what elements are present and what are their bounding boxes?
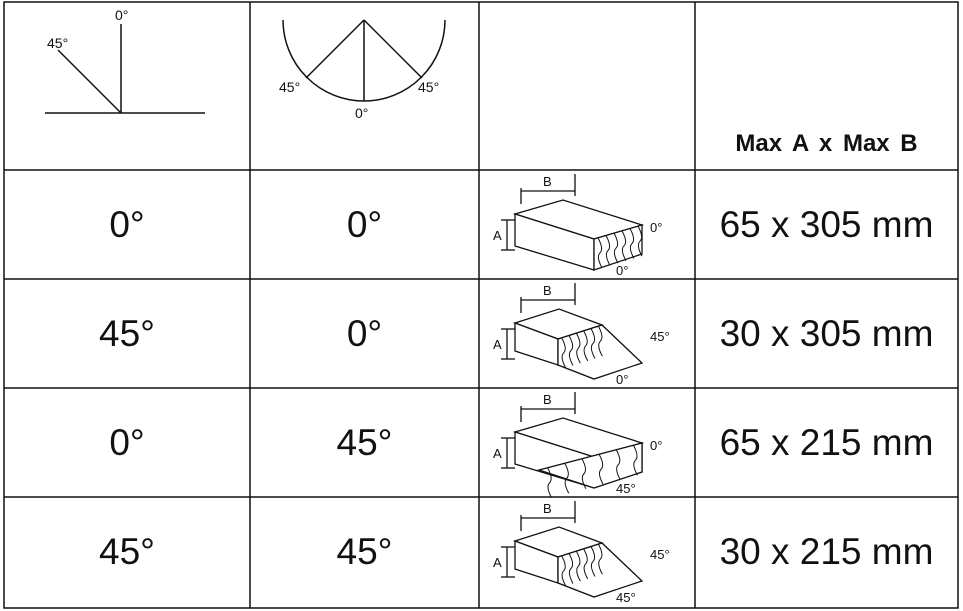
miter-angle-icon	[45, 24, 205, 114]
block-bevel-cut-icon	[501, 283, 644, 380]
bevel-angle-icon	[282, 19, 446, 102]
dimension-a-label: A	[493, 555, 502, 570]
capacity-cell: 65 x 305 mm	[719, 203, 934, 245]
capacity-cell: 30 x 305 mm	[719, 312, 934, 354]
dimension-b-label: B	[543, 501, 552, 516]
miter-label-0: 0°	[115, 7, 128, 23]
dimension-b-label: B	[543, 283, 552, 298]
block-straight-cut-icon	[501, 174, 645, 271]
block-miter-cut-icon	[501, 392, 645, 498]
block-compound-cut-icon	[501, 501, 644, 598]
bottom-angle-label: 45°	[616, 590, 636, 605]
capacity-cell: 30 x 215 mm	[719, 530, 934, 572]
dimension-b-label: B	[543, 174, 552, 189]
bevel-angle-cell: 0°	[346, 203, 383, 245]
side-angle-label: 45°	[650, 329, 670, 344]
dimension-a-label: A	[493, 228, 502, 243]
bevel-angle-cell: 0°	[346, 312, 383, 354]
miter-label-45: 45°	[47, 35, 68, 51]
miter-angle-cell: 0°	[109, 421, 145, 463]
capacity-cell: 65 x 215 mm	[719, 421, 934, 463]
bevel-angle-cell: 45°	[336, 530, 393, 572]
dimension-a-label: A	[493, 446, 502, 461]
bevel-label-45-right: 45°	[418, 79, 439, 95]
miter-angle-cell: 45°	[99, 530, 155, 572]
bottom-angle-label: 0°	[616, 372, 628, 387]
bevel-label-45-left: 45°	[279, 79, 300, 95]
capacity-header: Max A x Max B	[735, 130, 918, 157]
miter-angle-cell: 45°	[99, 312, 155, 354]
miter-angle-cell: 0°	[109, 203, 145, 245]
table-grid	[3, 1, 959, 609]
bottom-angle-label: 45°	[616, 481, 636, 496]
side-angle-label: 45°	[650, 547, 670, 562]
side-angle-label: 0°	[650, 220, 662, 235]
cut-diagrams: B A 0° 0° B A 45° 0° B A 0° 45° B A 45° 45°	[493, 174, 670, 605]
bottom-angle-label: 0°	[616, 263, 628, 278]
dimension-a-label: A	[493, 337, 502, 352]
dimension-b-label: B	[543, 392, 552, 407]
bevel-label-0: 0°	[355, 105, 368, 121]
bevel-angle-cell: 45°	[336, 421, 393, 463]
side-angle-label: 0°	[650, 438, 662, 453]
